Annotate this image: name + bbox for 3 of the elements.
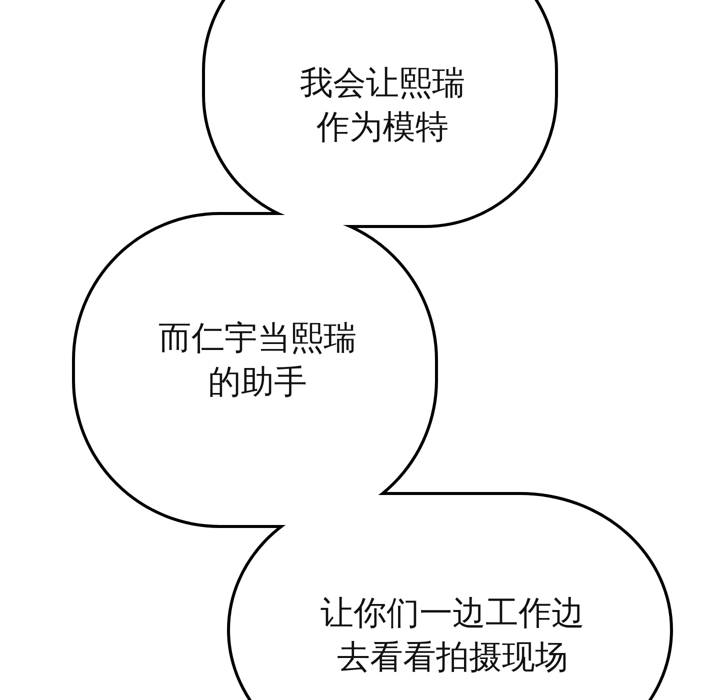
speech-text: 我会让熙瑞作为模特 (299, 62, 466, 148)
speech-text: 让你们一边工作边去看看拍摄现场 (320, 592, 586, 678)
speech-text: 而仁宇当熙瑞的助手 (158, 317, 358, 403)
